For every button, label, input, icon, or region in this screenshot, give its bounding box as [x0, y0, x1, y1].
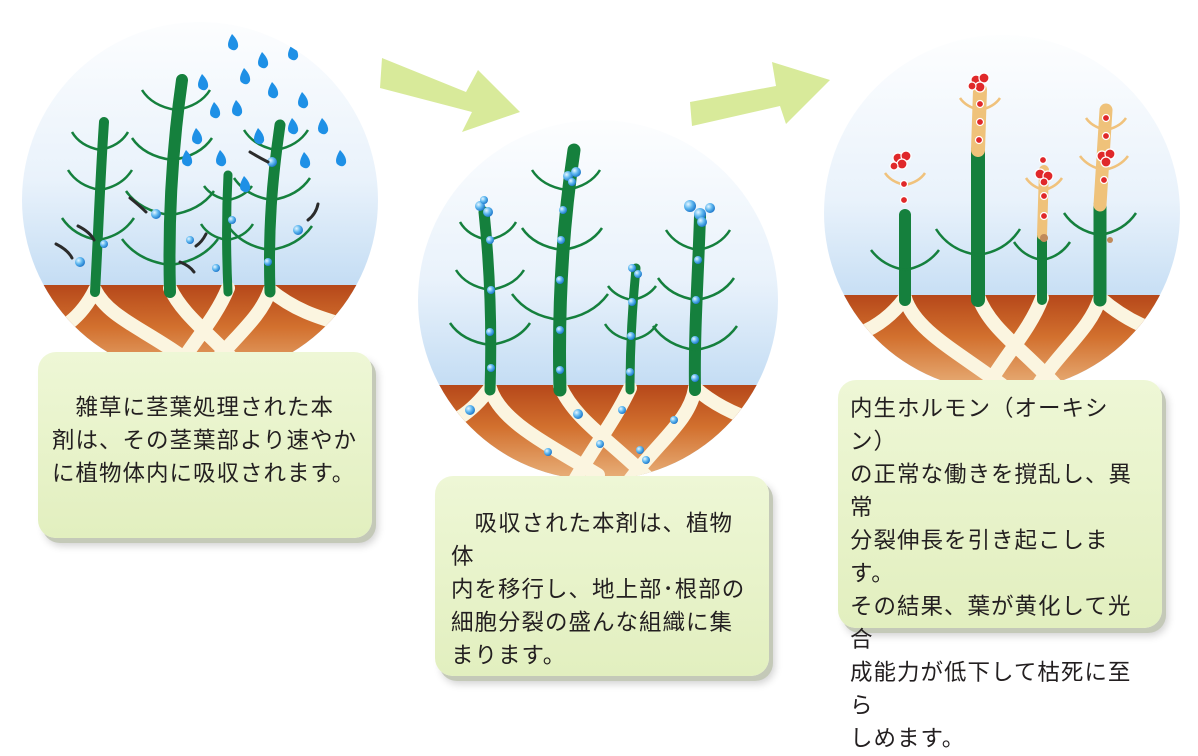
right-arrow-icon	[380, 58, 520, 132]
caption-text: 吸収された本剤は、植物体 内を移行し、地上部･根部の 細胞分裂の盛んな組織に集 …	[451, 511, 746, 669]
caption-text: 雑草に茎葉処理された本 剤は、その茎葉部より速やか に植物体内に吸収されます。	[52, 395, 358, 487]
step-arrow-2	[690, 62, 830, 126]
absorbed-droplets	[75, 157, 303, 272]
panel-3-auxin-disruption	[824, 35, 1180, 391]
weed-leaves	[448, 169, 739, 352]
herbicide-action-diagram	[22, 22, 1180, 480]
yellowed-leaves	[883, 97, 1130, 192]
caption-step-1: 雑草に茎葉処理された本 剤は、その茎葉部より速やか に植物体内に吸収されます。	[38, 352, 372, 538]
caption-step-3: 内生ホルモン（オーキシン） の正常な働きを撹乱し、異常 分裂伸長を引き起こします…	[838, 380, 1162, 752]
herbicide-particles	[465, 167, 715, 464]
right-arrow-icon	[690, 62, 830, 126]
abnormal-division-markers	[889, 72, 1116, 221]
caption-step-2: 吸収された本剤は、植物体 内を移行し、地上部･根部の 細胞分裂の盛んな組織に集 …	[435, 476, 769, 676]
panel-2-translocation	[418, 120, 778, 480]
absorption-arrows	[54, 150, 320, 274]
panel-1-absorption	[22, 22, 378, 378]
rain-droplets	[182, 34, 347, 193]
roots	[833, 289, 1177, 391]
weed-leaves	[870, 212, 1138, 272]
caption-text: 内生ホルモン（オーキシン） の正常な働きを撹乱し、異常 分裂伸長を引き起こします…	[850, 396, 1133, 752]
step-arrow-1	[380, 58, 520, 132]
herbicide-particles	[1040, 234, 1113, 243]
